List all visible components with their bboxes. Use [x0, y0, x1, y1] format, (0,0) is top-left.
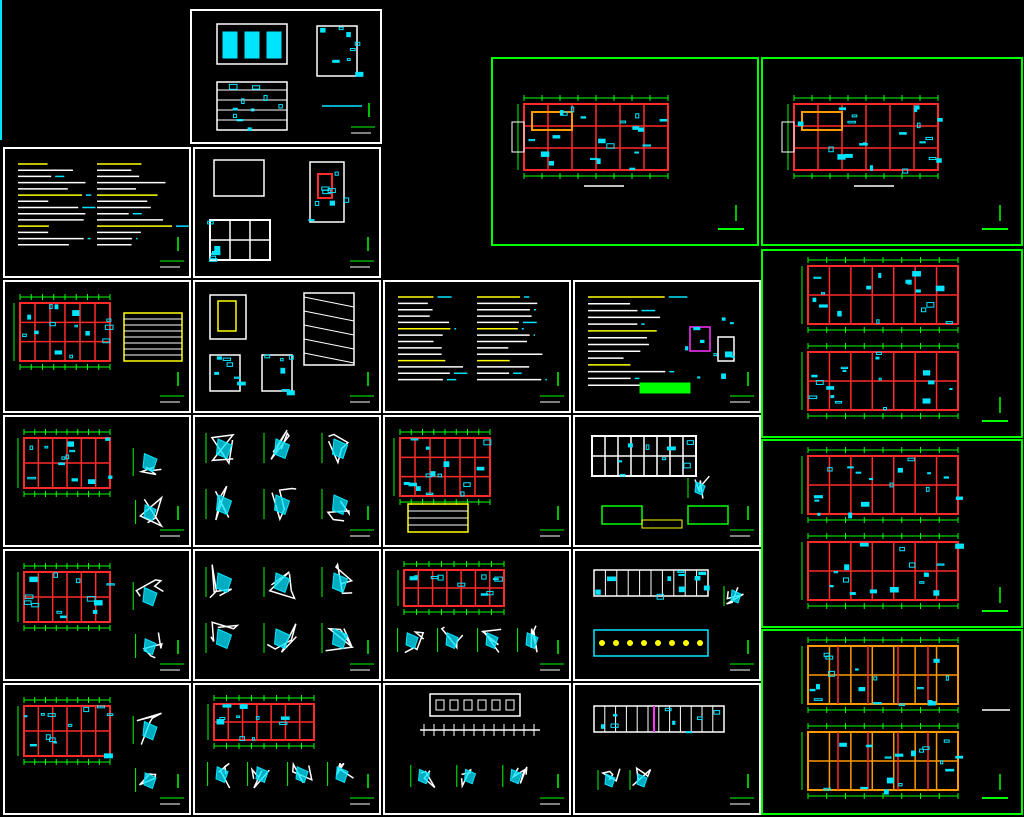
drawing-sheet-s24[interactable]	[761, 629, 1023, 815]
drawing-sheet-s23[interactable]	[761, 439, 1023, 628]
drawing-sheet-s10[interactable]	[383, 415, 571, 547]
drawing-sheet-s14[interactable]	[383, 549, 571, 681]
drawing-sheet-s09[interactable]	[193, 415, 381, 547]
drawing-sheet-s17[interactable]	[193, 683, 381, 815]
drawing-sheet-s12[interactable]	[3, 549, 191, 681]
drawing-sheet-s16[interactable]	[3, 683, 191, 815]
drawing-sheet-s04[interactable]	[3, 280, 191, 413]
drawing-sheet-s11[interactable]	[573, 415, 761, 547]
drawing-sheet-s18[interactable]	[383, 683, 571, 815]
drawing-sheet-s22[interactable]	[761, 249, 1023, 438]
drawing-sheet-s15[interactable]	[573, 549, 761, 681]
drawing-sheet-s01[interactable]	[190, 9, 382, 144]
drawing-sheet-s05[interactable]	[193, 280, 381, 413]
drawing-sheet-s19[interactable]	[573, 683, 761, 815]
drawing-sheet-s21[interactable]	[761, 57, 1023, 246]
drawing-sheet-s06[interactable]	[383, 280, 571, 413]
drawing-sheet-s02[interactable]	[3, 147, 191, 278]
drawing-sheet-s03[interactable]	[193, 147, 381, 278]
drawing-sheet-s08[interactable]	[3, 415, 191, 547]
drawing-sheet-s13[interactable]	[193, 549, 381, 681]
drawing-sheet-s20[interactable]	[491, 57, 759, 246]
drawing-sheet-s07[interactable]	[573, 280, 761, 413]
sheets-layer	[3, 9, 1023, 815]
